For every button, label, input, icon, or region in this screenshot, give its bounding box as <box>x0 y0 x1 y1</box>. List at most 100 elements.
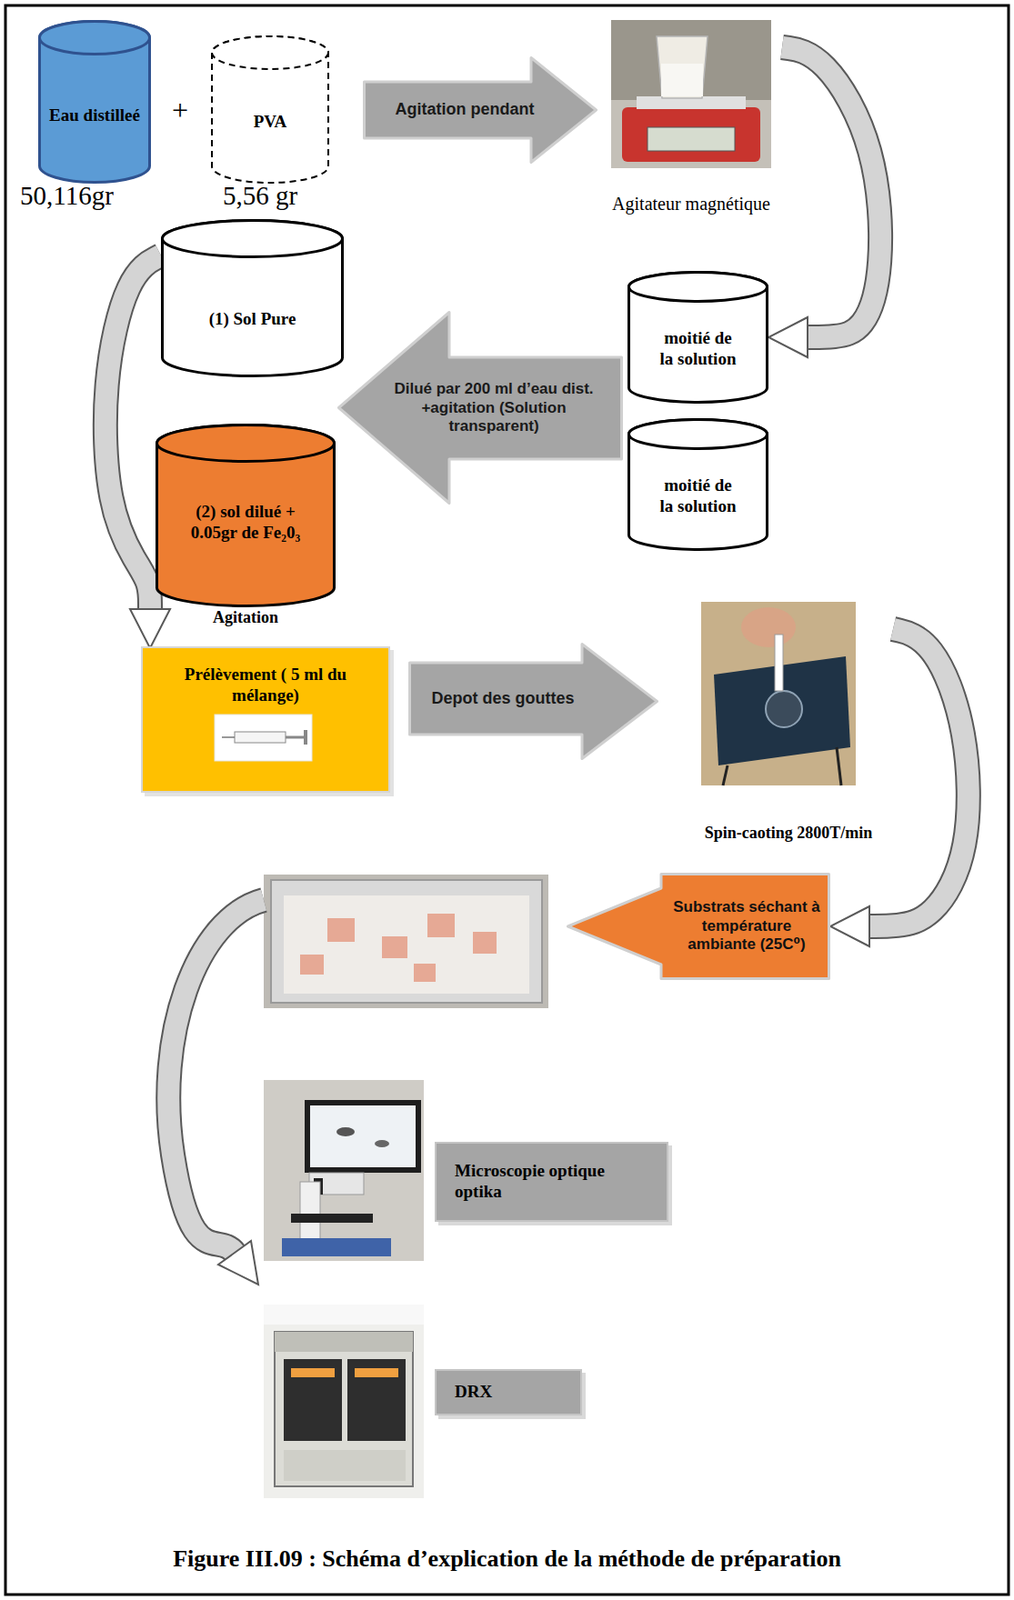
text-block: moitié de la solution <box>657 301 739 397</box>
scale-display <box>647 127 735 151</box>
foil-tray <box>271 880 543 1004</box>
ceiling <box>263 1305 424 1326</box>
photo-ground <box>263 874 549 1009</box>
curved-arrow-head <box>218 1241 259 1286</box>
tray-inside <box>283 895 530 994</box>
cylinder-body <box>157 425 335 607</box>
substrate <box>381 936 408 959</box>
plus-sign: + <box>171 94 189 127</box>
cabinet-window <box>347 1359 406 1442</box>
node-label: moitié de la solution <box>657 328 739 371</box>
scale-body <box>622 107 761 162</box>
hand <box>741 607 796 648</box>
quantity-label: 5,56 gr <box>222 181 298 211</box>
window-light <box>291 1368 335 1378</box>
substrate <box>427 913 455 938</box>
photo-ground <box>263 1080 424 1262</box>
cylinder-top <box>162 220 343 258</box>
photo-ground <box>611 20 772 169</box>
callout-box: Substrats séchant à température ambiante… <box>566 873 831 981</box>
curved-arrow <box>105 255 161 609</box>
cylinder-top <box>211 36 329 70</box>
node-label: Eau distilleé <box>49 105 141 127</box>
screen-spot <box>374 1140 390 1148</box>
dashed-cylinder: PVA <box>210 35 330 184</box>
page-frame <box>5 5 1009 1596</box>
spin-leg <box>722 765 728 786</box>
node-label: moitié de la solution <box>657 475 739 518</box>
stirrer-photo <box>611 20 772 169</box>
microscope-arm <box>300 1182 321 1241</box>
spin-coater-photo <box>701 602 856 786</box>
microscope-stage <box>291 1214 373 1224</box>
text-block: Dilué par 200 ml d’eau dist. +agitation … <box>384 357 603 460</box>
microscope-base <box>281 1238 392 1257</box>
node-label: Prélèvement ( 5 ml du mélange) <box>179 664 352 707</box>
storage-cylinder: Eau distilleé <box>38 20 151 184</box>
text-block: (1) Sol Pure <box>174 273 331 365</box>
text-block: Microscopie optique optika <box>454 1147 642 1217</box>
text-block: PVA <box>220 71 321 172</box>
shape-outline <box>160 219 344 378</box>
cabinet-top <box>274 1332 413 1353</box>
shape-outline <box>38 20 151 184</box>
substrate <box>327 918 355 943</box>
text-block: Depot des gouttes <box>413 662 593 735</box>
cylinder-top <box>629 272 768 302</box>
curved-arrow-outline <box>782 47 881 338</box>
process-box: DRX <box>436 1371 581 1415</box>
cylinder-body <box>629 420 768 551</box>
photo-node: Spin-caoting 2800T/min <box>683 602 894 850</box>
storage-cylinder: (1) Sol Pure <box>160 219 344 378</box>
photo-table <box>611 100 772 169</box>
text-block: Substrats séchant à température ambiante… <box>668 876 825 977</box>
storage-cylinder: (2) sol dilué + 0.05gr de Fe₂0₃Agitation <box>155 423 336 608</box>
text-block: Agitation <box>155 607 336 630</box>
arrow-shape <box>339 312 623 504</box>
node-label: DRX <box>454 1382 492 1404</box>
node-label: Spin-caoting 2800T/min <box>704 823 874 844</box>
text-block: Agitation pendant <box>373 81 556 139</box>
text-block: (2) sol dilué + 0.05gr de Fe₂0₃ <box>185 463 306 583</box>
block-arrow: Agitation pendant <box>362 56 598 164</box>
cylinder-top <box>157 425 335 462</box>
arrow-shape <box>364 58 597 163</box>
beaker <box>656 36 708 99</box>
text-block: moitié de la solution <box>657 449 739 544</box>
spin-chuck <box>765 691 803 728</box>
block-arrow: Depot des gouttes <box>408 642 659 761</box>
curved-arrow-outline <box>168 900 264 1254</box>
screen-spot <box>336 1127 355 1137</box>
node-heading: Agitation <box>212 608 279 629</box>
quantity-label: 50,116gr <box>20 181 114 211</box>
cylinder-body <box>40 21 151 183</box>
node-label: PVA <box>253 111 288 133</box>
diffractometer-cabinet <box>274 1332 413 1487</box>
cylinder-body <box>162 220 343 377</box>
drying-tray-photo <box>263 874 549 1009</box>
cabinet-window <box>283 1359 342 1442</box>
curved-arrow <box>782 47 881 338</box>
spin-leg <box>836 747 842 786</box>
process-box: Microscopie optique optika <box>436 1144 667 1221</box>
substrate <box>300 954 324 975</box>
curved-arrow-body <box>168 900 264 1254</box>
arrow-shape <box>410 644 658 760</box>
node-label: Microscopie optique optika <box>454 1161 642 1204</box>
text-block: DRX <box>454 1373 573 1413</box>
node-label: Substrats séchant à température ambiante… <box>668 898 825 954</box>
text-block: Eau distilleé <box>49 56 141 175</box>
drx-photo <box>263 1305 424 1499</box>
storage-cylinder: moitié de la solution <box>627 418 769 552</box>
figure-caption: Figure III.09 : Schéma d’explication de … <box>9 1546 1005 1574</box>
tablet-screen <box>310 1105 416 1168</box>
photo-ground <box>263 1305 424 1499</box>
cabinet-bottom <box>283 1450 406 1482</box>
tablet <box>304 1100 422 1174</box>
block-arrow: Dilué par 200 ml d’eau dist. +agitation … <box>337 311 623 505</box>
substrate <box>472 932 497 954</box>
curved-arrow-outline <box>105 255 161 609</box>
